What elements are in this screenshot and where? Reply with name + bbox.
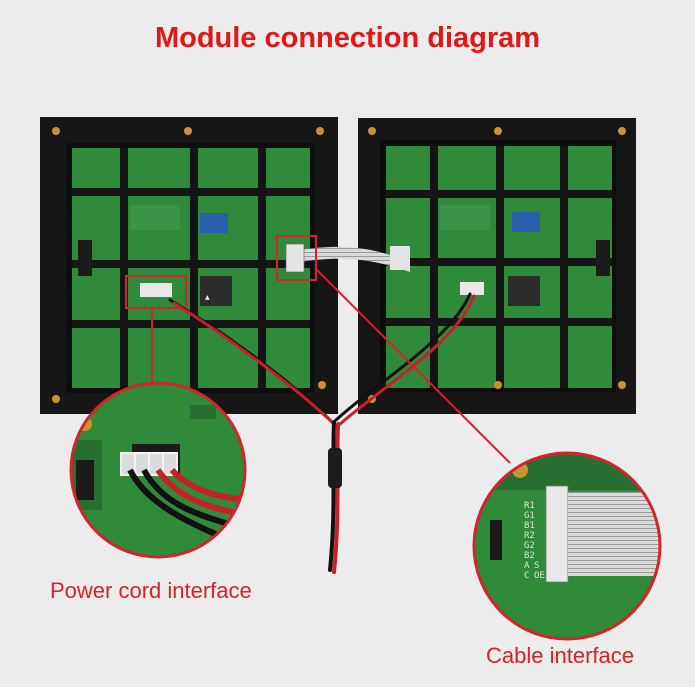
right-led-module: [358, 118, 636, 414]
ribbon-cable: [276, 235, 410, 281]
pin-c: C: [524, 571, 529, 581]
power-cords: [168, 292, 476, 574]
pin-g2: G2: [524, 541, 535, 551]
pin-s: S: [534, 561, 539, 571]
pin-b1: B1: [524, 521, 535, 531]
callout-lines: [151, 267, 511, 464]
cable-interface-label: Cable interface: [486, 643, 634, 668]
pin-r1: R1: [524, 501, 535, 511]
cable-interface-zoom: R1 G1 B1 R2 G2 B2 A C S OE: [472, 451, 662, 641]
pin-r2: R2: [524, 531, 535, 541]
power-interface-zoom: [69, 381, 247, 559]
svg-text:▲: ▲: [205, 294, 210, 301]
pin-a: A: [524, 561, 530, 571]
power-cord-interface-label: Power cord interface: [50, 578, 252, 603]
pin-g1: G1: [524, 511, 535, 521]
pin-oe: OE: [534, 571, 545, 581]
pin-b2: B2: [524, 551, 535, 561]
diagram-title: Module connection diagram: [154, 22, 541, 54]
